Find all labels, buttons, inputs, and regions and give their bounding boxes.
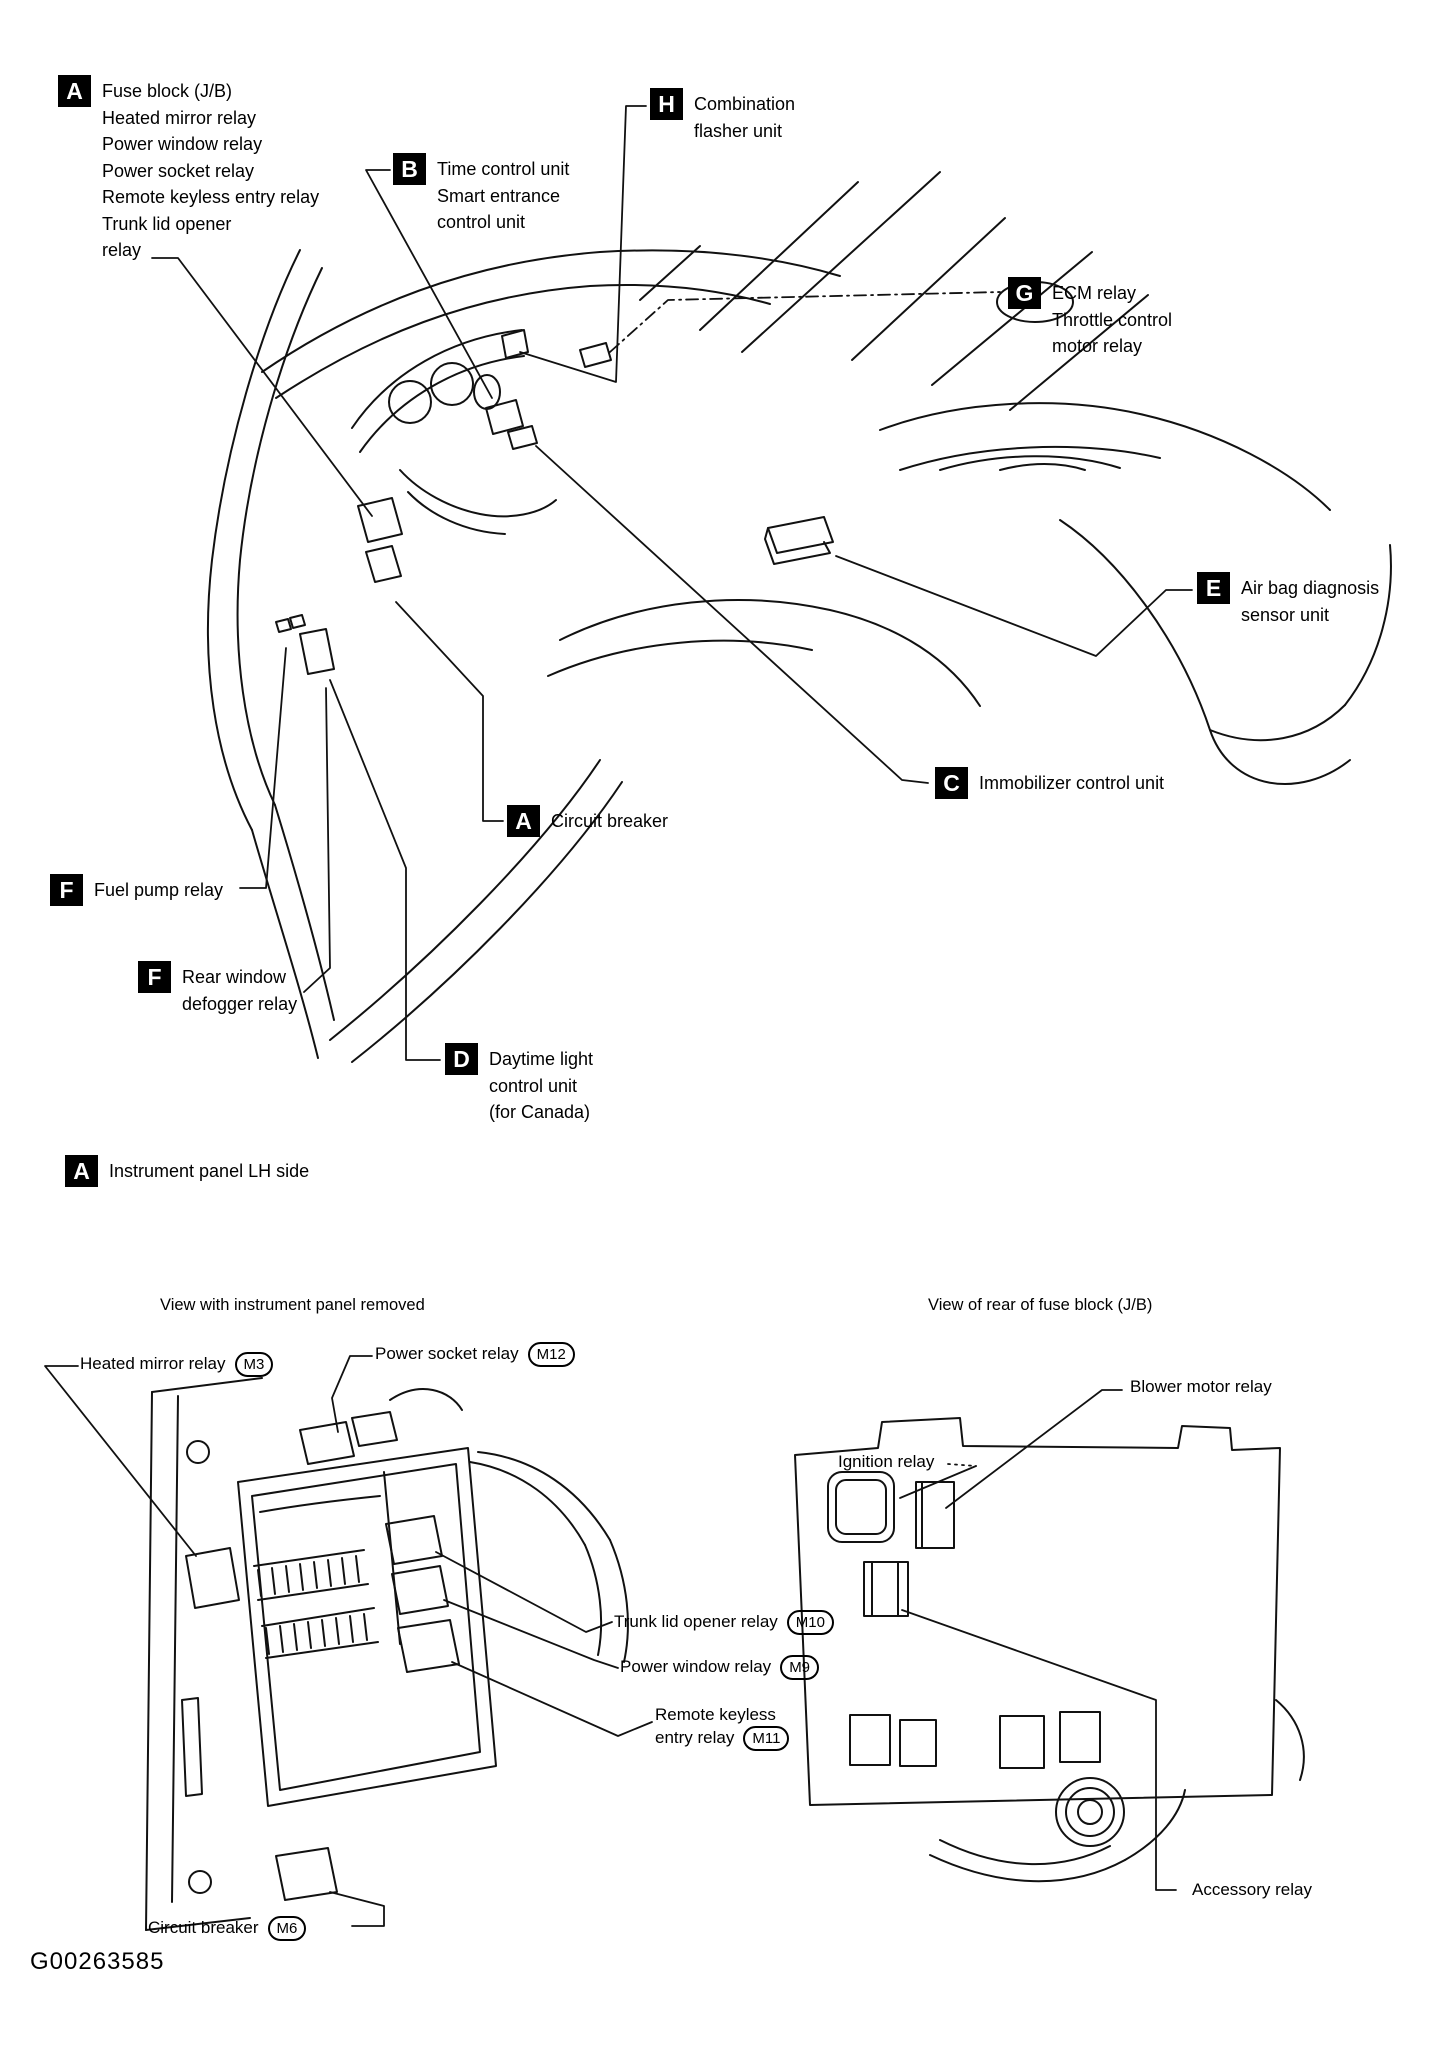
caption-letter-badge: A xyxy=(65,1155,98,1187)
front-view-title: View with instrument panel removed xyxy=(160,1296,425,1314)
part-label-text: Trunk lid opener relay xyxy=(614,1612,778,1631)
part-label-text: Ignition relay xyxy=(838,1452,935,1471)
part-number-tag: M12 xyxy=(527,1342,575,1367)
part-label-text: Blower motor relay xyxy=(1130,1377,1272,1396)
callout-letter-badge: D xyxy=(445,1043,478,1075)
label-heated-mirror-relay: Heated mirror relay M3 xyxy=(80,1352,274,1377)
callout-fuse-block: A Fuse block (J/B) Heated mirror relay P… xyxy=(58,75,319,264)
part-number-tag: M6 xyxy=(267,1916,307,1941)
figure-id: G00263585 xyxy=(30,1948,165,1975)
dashboard-sketch xyxy=(206,171,1392,1063)
callout-rear-defogger-relay: F Rear window defogger relay xyxy=(138,961,297,1017)
part-label-text: Remote keyless entry relay xyxy=(655,1705,776,1747)
front-view-leader-lines xyxy=(44,1355,653,1927)
callout-air-bag-sensor: E Air bag diagnosis sensor unit xyxy=(1197,572,1379,628)
callout-label: Circuit breaker xyxy=(551,811,669,831)
callout-label: Daytime light control unit (for Canada) xyxy=(489,1049,594,1122)
caption-label: Instrument panel LH side xyxy=(109,1161,310,1181)
part-number-tag: M10 xyxy=(786,1610,834,1635)
label-ignition-relay: Ignition relay xyxy=(838,1450,934,1473)
fuse-block-front-sketch xyxy=(145,1377,629,1931)
callout-circuit-breaker: A Circuit breaker xyxy=(507,805,668,837)
main-view-leader-lines xyxy=(151,105,1193,1061)
part-number-tag: M11 xyxy=(743,1726,790,1751)
callout-letter-badge: E xyxy=(1197,572,1230,604)
rear-view-leader-lines xyxy=(899,1389,1177,1891)
callout-label: Rear window defogger relay xyxy=(182,967,298,1014)
label-power-window-relay: Power window relay M9 xyxy=(620,1655,820,1680)
callout-label: Fuel pump relay xyxy=(94,880,224,900)
callout-label: ECM relay Throttle control motor relay xyxy=(1052,283,1173,356)
callout-letter-badge: A xyxy=(507,805,540,837)
callout-letter-badge: F xyxy=(50,874,83,906)
fuse-block-rear-sketch xyxy=(794,1417,1305,1883)
callout-label: Time control unit Smart entrance control… xyxy=(437,159,570,232)
label-circuit-breaker-m6: Circuit breaker M6 xyxy=(148,1916,307,1941)
callout-letter-badge: F xyxy=(138,961,171,993)
callout-letter-badge: C xyxy=(935,767,968,799)
callout-label: Immobilizer control unit xyxy=(979,773,1165,793)
part-label-text: Power socket relay xyxy=(375,1344,519,1363)
label-blower-motor-relay: Blower motor relay xyxy=(1130,1375,1272,1398)
callout-label: Fuse block (J/B) Heated mirror relay Pow… xyxy=(102,81,320,260)
callout-label: Combination flasher unit xyxy=(694,94,796,141)
part-label-text: Power window relay xyxy=(620,1657,772,1676)
label-accessory-relay: Accessory relay xyxy=(1192,1878,1312,1901)
part-number-tag: M3 xyxy=(234,1352,274,1377)
callout-daytime-light: D Daytime light control unit (for Canada… xyxy=(445,1043,593,1126)
rear-view-title: View of rear of fuse block (J/B) xyxy=(928,1296,1153,1314)
callout-letter-badge: B xyxy=(393,153,426,185)
callout-time-control-unit: B Time control unit Smart entrance contr… xyxy=(393,153,569,236)
callout-letter-badge: H xyxy=(650,88,683,120)
label-trunk-lid-opener-relay: Trunk lid opener relay M10 xyxy=(614,1610,834,1635)
callout-immobilizer: C Immobilizer control unit xyxy=(935,767,1164,799)
callout-letter-badge: G xyxy=(1008,277,1041,309)
callout-letter-badge: A xyxy=(58,75,91,107)
callout-label: Air bag diagnosis sensor unit xyxy=(1241,578,1380,625)
part-number-tag: M9 xyxy=(780,1655,820,1680)
callout-combination-flasher: H Combination flasher unit xyxy=(650,88,795,144)
part-label-text: Accessory relay xyxy=(1192,1880,1312,1899)
callout-ecm-relay: G ECM relay Throttle control motor relay xyxy=(1008,277,1172,360)
callout-fuel-pump-relay: F Fuel pump relay xyxy=(50,874,223,906)
caption-instrument-panel: A Instrument panel LH side xyxy=(65,1155,309,1187)
part-label-text: Circuit breaker xyxy=(148,1918,259,1937)
label-power-socket-relay: Power socket relay M12 xyxy=(375,1342,575,1367)
part-label-text: Heated mirror relay xyxy=(80,1354,226,1373)
